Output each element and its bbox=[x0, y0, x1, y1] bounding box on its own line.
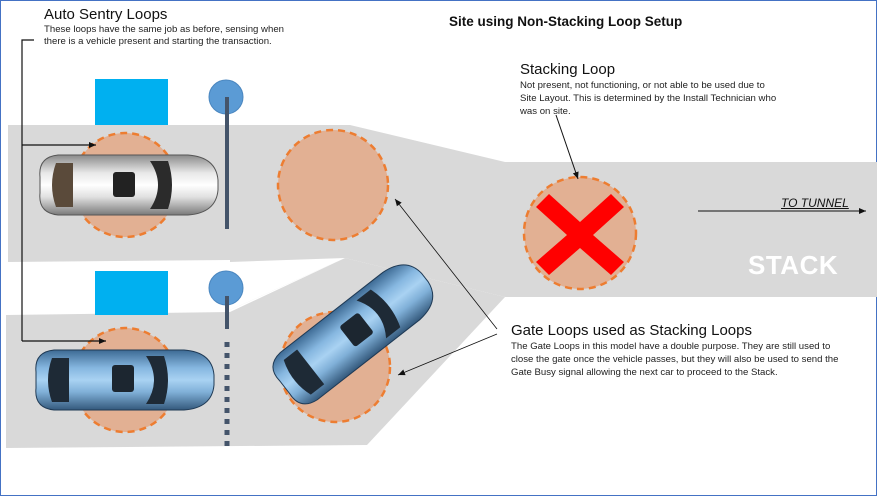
car-silver-top bbox=[39, 154, 219, 216]
gate-loops-body-line1: The Gate Loops in this model have a doub… bbox=[511, 341, 831, 352]
stacking-loop-x-icon bbox=[536, 194, 624, 275]
car-blue-bottom bbox=[35, 349, 215, 411]
auto-sentry-body-line2: there is a vehicle present and starting … bbox=[44, 36, 272, 47]
road-merge bbox=[230, 258, 345, 310]
page-title: Site using Non-Stacking Loop Setup bbox=[449, 14, 683, 29]
stacking-loop-heading: Stacking Loop bbox=[520, 61, 616, 78]
gate-loop-top bbox=[276, 128, 390, 242]
gate-loops-body-line2: close the gate once the vehicle passes, … bbox=[511, 354, 839, 365]
stacking-loop-arrow bbox=[555, 114, 579, 180]
car-blue-angled bbox=[272, 264, 434, 405]
gate-loop-arrow-bottom bbox=[397, 333, 498, 376]
stack-label: STACK bbox=[748, 250, 839, 280]
to-tunnel-label: TO TUNNEL bbox=[781, 196, 849, 210]
auto-sentry-body-line1: These loops have the same job as before,… bbox=[44, 24, 284, 35]
auto-sentry-bracket bbox=[21, 39, 34, 341]
pay-station-bottom bbox=[95, 271, 168, 315]
stacking-loop-body-line2: Site Layout. This is determined by the I… bbox=[520, 93, 777, 104]
stacking-loop-body-line3: was on site. bbox=[520, 106, 571, 117]
gate-loop-arrow-top bbox=[394, 198, 498, 330]
stacking-loop-body-line1: Not present, not functioning, or not abl… bbox=[520, 80, 765, 91]
auto-sentry-heading: Auto Sentry Loops bbox=[44, 6, 168, 23]
gate-loops-heading: Gate Loops used as Stacking Loops bbox=[511, 322, 752, 339]
gate-loops-body-line3: Gate Busy signal allowing the next car t… bbox=[511, 367, 778, 378]
pay-station-top bbox=[95, 79, 168, 125]
